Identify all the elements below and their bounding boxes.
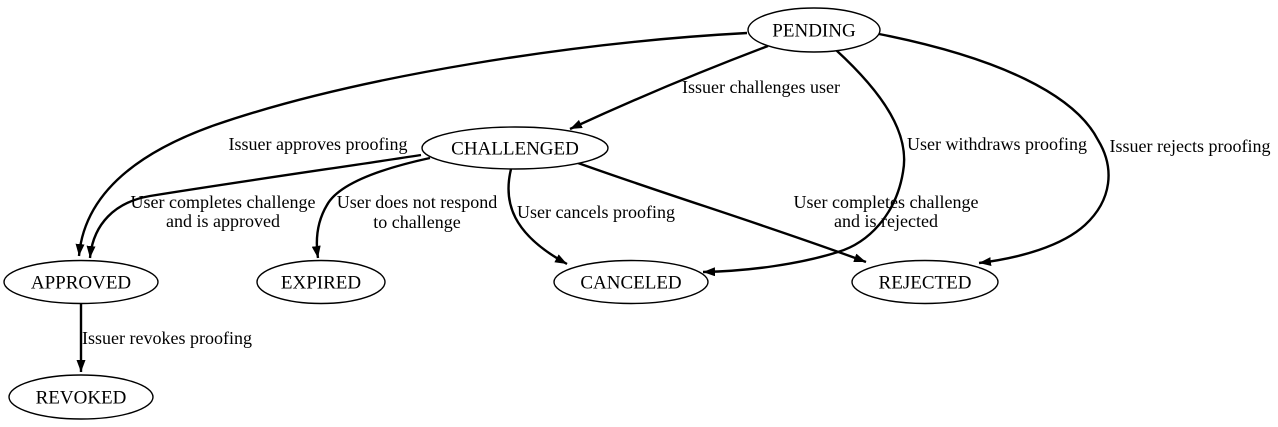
- edge-pending-challenged: [569, 44, 769, 131]
- nodes: PENDING CHALLENGED APPROVED EXPIRED CANC…: [3, 7, 999, 420]
- svg-text:User completes challenge: User completes challenge: [794, 192, 979, 212]
- edge-label-issuer-approves-proofing: Issuer approves proofing: [229, 134, 408, 154]
- node-expired-shape: [256, 259, 386, 305]
- node-challenged: CHALLENGED: [421, 126, 609, 170]
- edge-challenged-canceled: [507, 168, 568, 266]
- svg-text:User does not respond: User does not respond: [337, 192, 497, 212]
- edge-challenged-rejected: [577, 161, 867, 264]
- node-approved-shape: [3, 259, 159, 305]
- edge-pending-canceled: [702, 49, 906, 277]
- node-approved-label: APPROVED: [31, 273, 131, 294]
- node-expired-label: EXPIRED: [281, 273, 361, 294]
- svg-text:to challenge: to challenge: [373, 212, 460, 232]
- node-canceled: CANCELED: [553, 259, 709, 305]
- edge-label-user-withdraws-proofing: User withdraws proofing: [907, 134, 1087, 154]
- node-expired: EXPIRED: [256, 259, 386, 305]
- svg-text:and is approved: and is approved: [166, 211, 280, 231]
- edge-challenged-approved: [86, 153, 422, 259]
- node-challenged-label: CHALLENGED: [451, 139, 579, 160]
- node-canceled-label: CANCELED: [580, 273, 681, 294]
- node-pending-shape: [747, 7, 881, 53]
- edge-label-user-does-not-respond: User does not respond to challenge: [337, 192, 497, 232]
- node-rejected: REJECTED: [851, 259, 999, 305]
- node-revoked-label: REVOKED: [36, 388, 127, 409]
- edge-labels: Issuer challenges user Issuer approves p…: [82, 77, 1270, 348]
- edge-label-issuer-revokes-proofing: Issuer revokes proofing: [82, 328, 252, 348]
- node-canceled-shape: [553, 259, 709, 305]
- edge-challenged-expired: [311, 156, 431, 259]
- node-challenged-shape: [421, 126, 609, 170]
- edges: [75, 31, 1110, 372]
- node-rejected-shape: [851, 259, 999, 305]
- edge-label-user-completes-challenge-rejected: User completes challenge and is rejected: [794, 192, 979, 231]
- edge-label-issuer-challenges-user: Issuer challenges user: [682, 77, 840, 97]
- edge-label-user-cancels-proofing: User cancels proofing: [517, 202, 675, 222]
- svg-text:User completes challenge: User completes challenge: [131, 192, 316, 212]
- node-pending: PENDING: [747, 7, 881, 53]
- edge-pending-rejected: [878, 32, 1110, 267]
- node-revoked-shape: [8, 374, 154, 420]
- node-revoked: REVOKED: [8, 374, 154, 420]
- node-rejected-label: REJECTED: [879, 273, 972, 294]
- svg-text:and is rejected: and is rejected: [834, 211, 938, 231]
- edge-label-issuer-rejects-proofing: Issuer rejects proofing: [1110, 136, 1271, 156]
- node-approved: APPROVED: [3, 259, 159, 305]
- edge-label-user-completes-challenge-approved: User completes challenge and is approved: [131, 192, 316, 231]
- edge-pending-approved: [75, 31, 748, 257]
- node-pending-label: PENDING: [772, 21, 856, 42]
